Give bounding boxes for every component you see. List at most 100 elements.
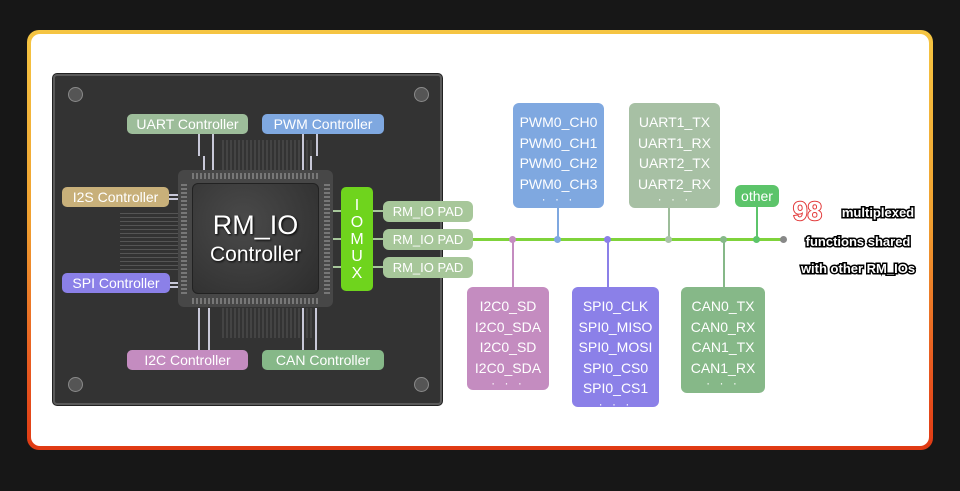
iomux-letter: U [351,247,363,265]
pwm-controller-label: PWM Controller [262,114,384,134]
uart-functions-box: UART1_TX UART1_RX UART2_TX UART2_RX · · … [629,103,720,208]
function-item: PWM0_CH0 [519,114,598,130]
can-controller-label: CAN Controller [262,350,384,370]
pwm-connector [557,207,559,238]
bus-node [509,236,516,243]
function-item: I2C0_SD [479,339,537,355]
can-functions-box: CAN0_TX CAN0_RX CAN1_TX CAN1_RX · · · [681,287,765,393]
more-ellipsis: · · · [541,192,576,206]
function-item: SPI0_CS0 [582,359,649,376]
note-line-3: with other RM_IOs [799,260,916,278]
connector [168,194,180,196]
more-ellipsis: · · · [491,376,525,390]
function-item: SPI0_CLK [582,298,649,314]
trace-lines [222,140,312,170]
chip-title: RM_IO [212,209,299,240]
iomux-letter: X [351,264,363,282]
more-ellipsis: · · · [706,376,740,390]
function-item: UART2_RX [638,175,711,192]
function-item: CAN1_RX [690,359,756,376]
function-item: PWM0_CH3 [519,175,598,192]
function-item: UART2_TX [638,155,711,171]
more-ellipsis: · · · [657,192,692,206]
connector [198,308,200,350]
trace-lines [120,210,178,270]
bus-node [753,236,760,243]
function-item: UART1_TX [638,114,711,130]
function-item: I2C0_SD [479,298,537,314]
other-connector [756,206,758,238]
function-item: CAN0_TX [691,298,755,314]
connector [373,266,383,268]
function-item: CAN1_TX [691,339,755,355]
chip-pins [324,183,330,294]
connector [302,134,304,170]
chip-subtitle: Controller [209,242,302,266]
rm-io-chip: RM_IO Controller [178,170,333,307]
chip-core: RM_IO Controller [192,183,319,294]
bus-node [665,236,672,243]
note-line-1: multiplexed [840,204,915,222]
function-item: CAN0_RX [690,318,756,335]
uart-connector [668,207,670,238]
connector [333,266,341,268]
function-item: SPI0_MISO [578,318,653,335]
connector [168,198,180,200]
connector [208,308,210,350]
spi-controller-label: SPI Controller [62,273,170,293]
connector [302,308,304,350]
function-item: I2C0_SDA [474,318,542,335]
function-item: SPI0_MOSI [578,339,653,355]
connector [310,156,312,170]
other-functions-label: other [735,185,779,207]
bus-end-node [780,236,787,243]
signal-bus [473,238,783,241]
spi-functions-box: SPI0_CLK SPI0_MISO SPI0_MOSI SPI0_CS0 SP… [572,287,659,411]
iomux-letter: I [354,196,360,214]
connector [198,134,200,156]
connector [203,156,205,170]
bus-node [554,236,561,243]
note-line-2: functions shared [804,233,912,251]
function-item: PWM0_CH1 [519,134,598,151]
connector [168,282,180,284]
i2c-functions-box: I2C0_SD I2C0_SDA I2C0_SD I2C0_SDA · · · [467,287,549,390]
connector [333,210,341,212]
bus-node [604,236,611,243]
pwm-functions-box: PWM0_CH0 PWM0_CH1 PWM0_CH2 PWM0_CH3 · · … [513,103,604,208]
connector [315,308,317,350]
rm-io-pad: RM_IO PAD [383,201,473,222]
function-count: 98 [792,195,823,227]
connector [373,210,383,212]
more-ellipsis: · · · [598,396,633,411]
connector [212,134,214,170]
function-item: SPI0_CS1 [582,380,649,396]
can-connector [723,240,725,288]
screw-icon [414,87,429,102]
chip-pins [181,183,187,294]
connector [373,238,383,240]
spi-connector [607,240,609,288]
i2c-connector [512,240,514,288]
function-item: I2C0_SDA [474,359,542,376]
i2s-controller-label: I2S Controller [62,187,169,207]
trace-lines [222,308,312,338]
function-item: PWM0_CH2 [519,155,598,171]
bus-node [720,236,727,243]
screw-icon [68,377,83,392]
chip-pins [192,173,319,179]
iomux-block: I O M U X [341,187,373,291]
rm-io-pad: RM_IO PAD [383,257,473,278]
i2c-controller-label: I2C Controller [127,350,248,370]
connector [333,238,341,240]
connector [168,286,180,288]
iomux-letter: O [350,213,364,231]
iomux-letter: M [350,230,364,248]
screw-icon [414,377,429,392]
rm-io-pad: RM_IO PAD [383,229,473,250]
screw-icon [68,87,83,102]
uart-controller-label: UART Controller [127,114,248,134]
function-item: UART1_RX [638,134,711,151]
chip-pins [192,298,319,304]
connector [316,134,318,156]
